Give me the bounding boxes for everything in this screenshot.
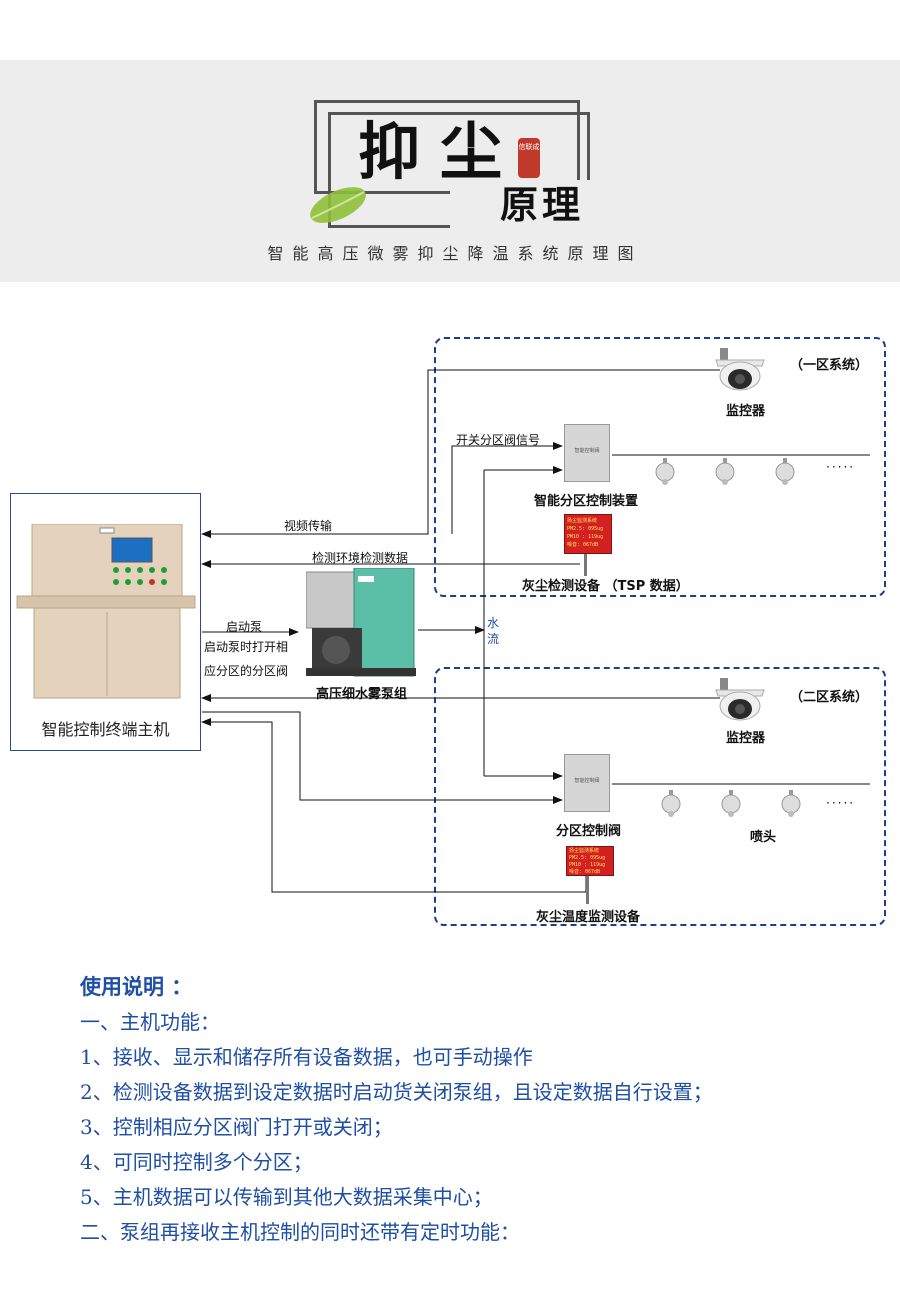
notes-heading: 使用说明 ： bbox=[80, 975, 193, 999]
title-frame-gap bbox=[450, 180, 600, 236]
zone2-controller-cabinet: 智能控制阀 bbox=[564, 754, 610, 812]
cabinet-nameplate: 智能控制阀 bbox=[574, 448, 600, 454]
host-label: 智能控制终端主机 bbox=[41, 720, 170, 739]
nozzle-icon bbox=[721, 790, 741, 817]
nozzle-icon bbox=[781, 790, 801, 817]
display-row: PM10 : 119ug bbox=[569, 862, 606, 868]
page-title: 抑尘 bbox=[358, 115, 523, 188]
water-label-1: 水 bbox=[487, 616, 500, 630]
notes-line: 二、泵组再接收主机控制的同时还带有定时功能： bbox=[80, 1220, 520, 1244]
video-line bbox=[201, 369, 720, 538]
zone1-monitor-label: 监控器 bbox=[726, 404, 766, 419]
notes-line: 4、可同时控制多个分区； bbox=[80, 1150, 313, 1174]
zone2-controller-label: 分区控制阀 bbox=[556, 824, 622, 839]
usage-notes: 使用说明 ： 一、主机功能： 1、接收、显示和储存所有设备数据，也可手动操作 2… bbox=[80, 970, 713, 1250]
page-subtitle: 智能高压微雾抑尘降温系统原理图 bbox=[267, 244, 643, 263]
host-terminal: 智能控制终端主机 bbox=[10, 493, 201, 751]
zone2-title: （二区系统） bbox=[790, 690, 869, 705]
zone2-more-dots: ····· bbox=[826, 796, 856, 810]
video-label: 视频传输 bbox=[284, 519, 333, 533]
nozzle-icon bbox=[661, 790, 681, 817]
zone1-controller-label: 智能分区控制装置 bbox=[534, 494, 639, 509]
pump-label: 高压细水雾泵组 bbox=[316, 687, 408, 702]
header-banner bbox=[0, 60, 900, 282]
display-row: PM2.5: 095ug bbox=[567, 526, 604, 532]
display-row: 扬尘监测系统 bbox=[567, 518, 598, 524]
zone2-monitor-label: 监控器 bbox=[726, 731, 766, 746]
zone1-dust-label: 灰尘检测设备 （TSP 数据） bbox=[522, 579, 689, 594]
env-data-label: 检测环境检测数据 bbox=[312, 551, 409, 565]
zone1-dust-display: 扬尘监测系统 PM2.5: 095ug PM10 : 119ug 噪音: 067… bbox=[564, 514, 612, 554]
zone1-nozzles bbox=[655, 458, 795, 485]
zone2-nozzles bbox=[661, 790, 801, 817]
cabinet-nameplate: 智能控制阀 bbox=[574, 778, 600, 784]
zone1-box bbox=[434, 337, 886, 597]
nozzle-icon bbox=[775, 458, 795, 485]
signal-line bbox=[451, 442, 563, 534]
notes-line: 3、控制相应分区阀门打开或关闭； bbox=[80, 1115, 393, 1139]
nozzle-icon bbox=[715, 458, 735, 485]
notes-line: 1、接收、显示和储存所有设备数据，也可手动操作 bbox=[80, 1045, 533, 1069]
notes-line: 一、主机功能： bbox=[80, 1010, 220, 1034]
title-frame-inner bbox=[314, 100, 580, 194]
start-note-line1: 启动泵时打开相 bbox=[204, 640, 289, 654]
notes-line: 2、检测设备数据到设定数据时启动货关闭泵组，且设定数据自行设置； bbox=[80, 1080, 713, 1104]
zone2-nozzle-label: 喷头 bbox=[750, 830, 777, 845]
zone1-more-dots: ····· bbox=[826, 460, 856, 474]
water-label-2: 流 bbox=[487, 632, 500, 646]
dust2-line bbox=[201, 718, 587, 893]
leaf-icon bbox=[310, 187, 366, 223]
notes-line: 5、主机数据可以传输到其他大数据采集中心； bbox=[80, 1185, 493, 1209]
zone1-controller-cabinet: 智能控制阀 bbox=[564, 424, 610, 482]
display-row: PM10 : 119ug bbox=[567, 534, 604, 540]
display-row: PM2.5: 095ug bbox=[569, 855, 606, 861]
nozzle-icon bbox=[655, 458, 675, 485]
zone2-box bbox=[434, 667, 886, 926]
pump-unit-icon bbox=[306, 568, 416, 677]
page-title-sub: 原理 bbox=[500, 182, 585, 227]
zone2-dust-pole bbox=[586, 876, 589, 904]
zone2-dust-label: 灰尘温度监测设备 bbox=[536, 910, 641, 925]
camera-icon bbox=[715, 348, 765, 391]
zone1-dust-pole bbox=[584, 554, 587, 576]
start-pump-label: 启动泵 bbox=[226, 620, 263, 634]
seal-stamp: 信联成 bbox=[518, 138, 540, 178]
display-row: 噪音: 067dB bbox=[567, 542, 599, 548]
control2-line bbox=[202, 711, 563, 804]
display-row: 扬尘监测系统 bbox=[569, 848, 600, 854]
display-row: 噪音: 067dB bbox=[569, 869, 601, 875]
host-cabinet-icon bbox=[16, 524, 196, 699]
signal-label: 开关分区阀信号 bbox=[456, 433, 541, 447]
zone1-title: （一区系统） bbox=[790, 358, 869, 373]
camera-icon bbox=[715, 678, 765, 721]
zone2-dust-display: 扬尘监测系统 PM2.5: 095ug PM10 : 119ug 噪音: 067… bbox=[566, 846, 614, 876]
start-note-line2: 应分区的分区阀 bbox=[204, 664, 289, 678]
diagram-connectors bbox=[201, 369, 870, 893]
